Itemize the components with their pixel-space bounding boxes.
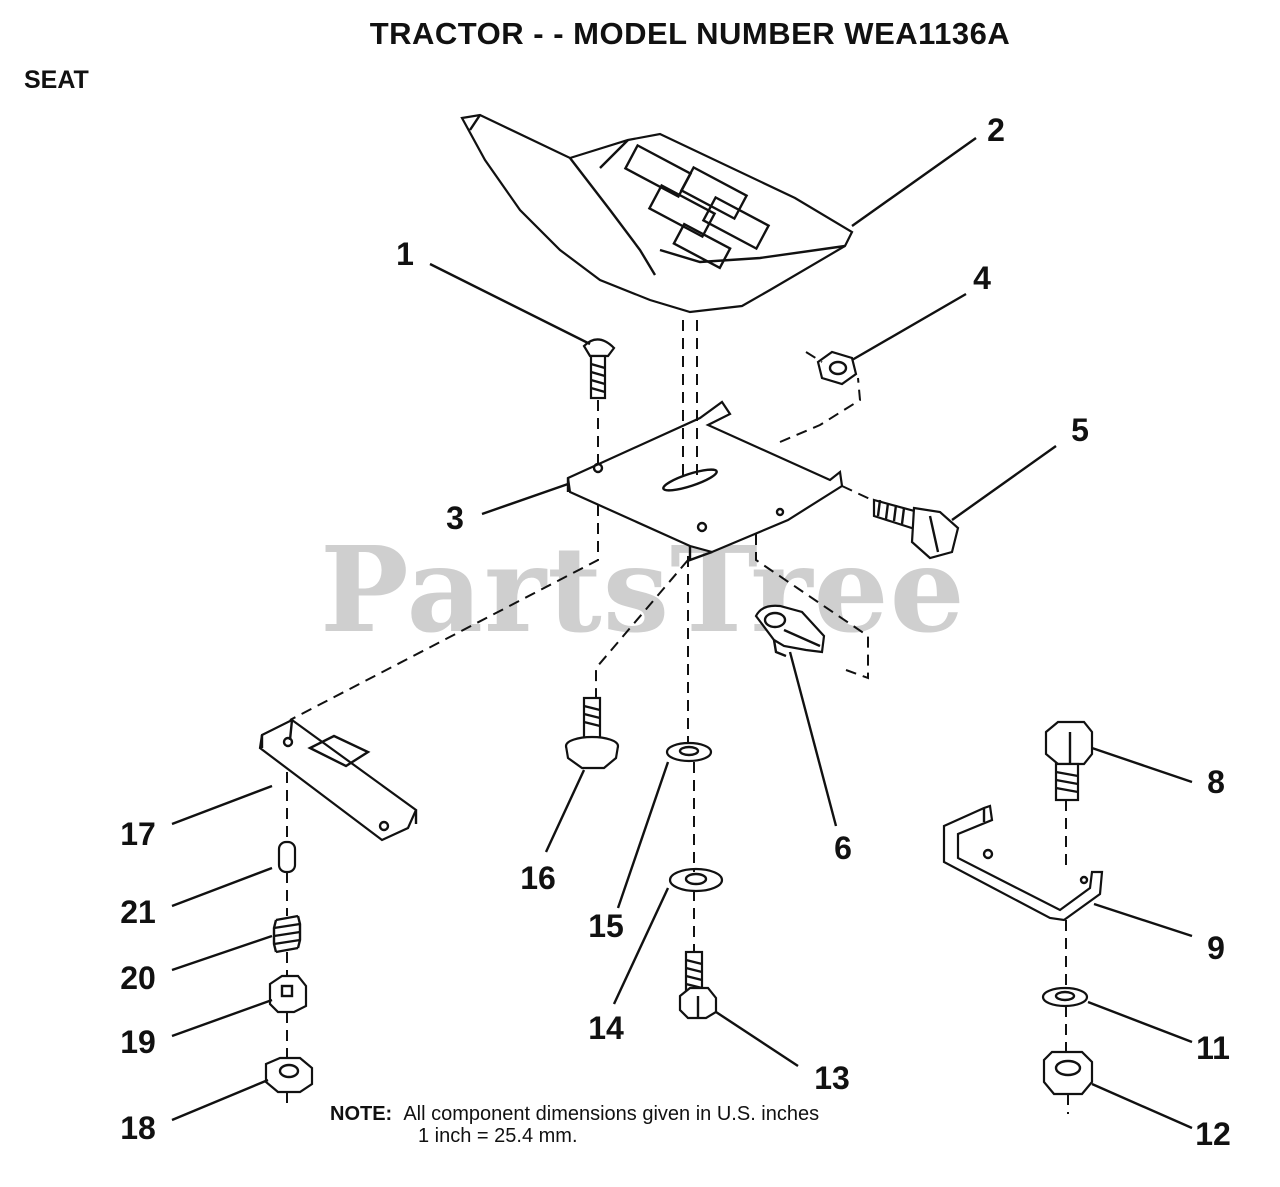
callout-11: 11	[1196, 1030, 1230, 1066]
note-label: NOTE:	[330, 1103, 393, 1125]
callout-20: 20	[120, 960, 156, 996]
callout-12: 12	[1195, 1116, 1231, 1152]
lock-nut-part-12	[1042, 1050, 1094, 1096]
callout-3: 3	[446, 500, 464, 536]
callout-6: 6	[834, 830, 852, 866]
section-label: SEAT	[24, 66, 89, 94]
callout-13: 13	[814, 1060, 850, 1096]
shoulder-screw-part	[564, 696, 620, 770]
hex-bolt-part-13	[678, 950, 718, 1020]
shoulder-bolt-part	[872, 498, 960, 560]
seat-part	[460, 113, 854, 314]
washer-part-15	[665, 741, 713, 763]
knob-part	[268, 974, 308, 1014]
dimension-note: NOTE: All component dimensions given in …	[330, 1103, 819, 1147]
bracket-part-9	[942, 804, 1104, 922]
slide-rail-part	[258, 718, 418, 842]
callout-21: 21	[120, 894, 156, 930]
seat-pan-part	[566, 400, 844, 562]
carriage-bolt-part	[582, 338, 616, 400]
callout-19: 19	[120, 1024, 156, 1060]
callout-4: 4	[973, 260, 991, 296]
watermark: PartsTree	[320, 520, 966, 659]
callout-8: 8	[1207, 764, 1225, 800]
nut-part-4	[816, 350, 858, 386]
pin-part	[277, 840, 297, 874]
hex-bolt-part-8	[1044, 720, 1094, 802]
washer-part-11	[1041, 986, 1089, 1008]
callout-5: 5	[1071, 412, 1089, 448]
spring-part	[272, 914, 302, 954]
callout-18: 18	[120, 1110, 156, 1146]
assembly-lines	[286, 320, 1069, 1114]
callout-1: 1	[396, 236, 414, 272]
washer-part-14	[668, 867, 724, 893]
note-line-1: All component dimensions given in U.S. i…	[403, 1103, 820, 1125]
leader-lines	[171, 137, 1193, 1130]
page-title: TRACTOR - - MODEL NUMBER WEA1136A	[369, 16, 1011, 51]
callout-16: 16	[520, 860, 556, 896]
note-line-2: 1 inch = 25.4 mm.	[418, 1125, 578, 1147]
callout-2: 2	[987, 112, 1005, 148]
callout-15: 15	[588, 908, 624, 944]
flange-nut-part-18	[264, 1056, 314, 1094]
clip-part	[754, 604, 826, 658]
callout-17: 17	[120, 816, 156, 852]
callout-9: 9	[1207, 930, 1225, 966]
callout-14: 14	[588, 1010, 624, 1046]
